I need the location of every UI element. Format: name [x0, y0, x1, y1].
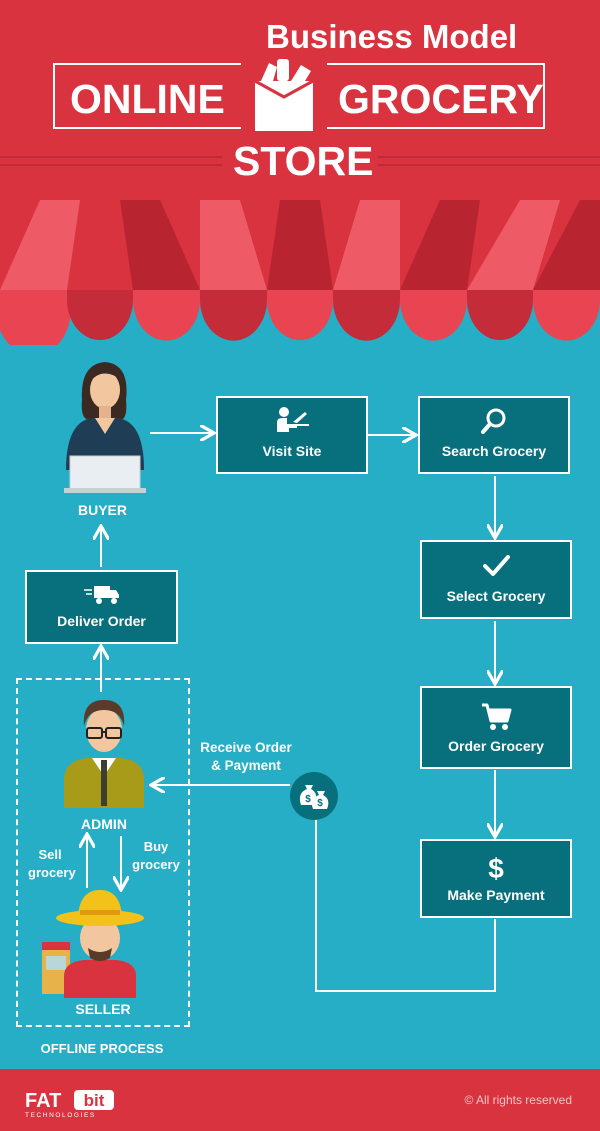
title-grocery: GROCERY — [338, 76, 544, 122]
select-grocery-box: Select Grocery — [420, 540, 572, 619]
sell-grocery-label: Sell grocery — [28, 847, 76, 880]
offline-process-frame — [16, 678, 190, 1027]
make-payment-box: $ Make Payment — [420, 839, 572, 918]
search-icon — [420, 406, 568, 436]
copyright-text: © All rights reserved — [464, 1093, 572, 1107]
dollar-icon: $ — [422, 853, 570, 883]
search-grocery-label: Search Grocery — [441, 443, 547, 459]
copyright-symbol: © — [464, 1093, 474, 1107]
user-computer-icon — [218, 406, 366, 434]
deliver-order-box: Deliver Order — [25, 570, 178, 644]
svg-text:$: $ — [488, 853, 504, 883]
seller-label: SELLER — [75, 1001, 131, 1017]
deliver-order-label: Deliver Order — [57, 613, 146, 629]
visit-site-label: Visit Site — [262, 443, 322, 459]
divider-right — [378, 156, 600, 158]
order-grocery-box: Order Grocery — [420, 686, 572, 769]
divider-left-2 — [0, 164, 222, 166]
fatbit-logo: FAT bit TECHNOLOGIES — [25, 1090, 114, 1119]
title-online: ONLINE — [70, 76, 225, 122]
buy-grocery-label: Buy grocery — [132, 839, 180, 872]
logo-bit: bit — [84, 1091, 105, 1110]
visit-site-box: Visit Site — [216, 396, 368, 474]
admin-label: ADMIN — [81, 816, 127, 832]
divider-right-2 — [378, 164, 600, 166]
select-grocery-label: Select Grocery — [446, 588, 546, 604]
buyer-avatar — [64, 362, 146, 493]
footer: FAT bit TECHNOLOGIES © All rights reserv… — [0, 1069, 600, 1131]
copyright-label: All rights reserved — [475, 1093, 572, 1107]
buyer-label: BUYER — [77, 502, 127, 518]
admin-avatar — [64, 700, 144, 808]
offline-process-label: OFFLINE PROCESS — [40, 1041, 164, 1056]
title-store: STORE — [233, 138, 374, 184]
make-payment-label: Make Payment — [447, 887, 545, 903]
grocery-bag-icon — [241, 57, 327, 135]
logo-technologies: TECHNOLOGIES — [25, 1112, 96, 1119]
title-business-model: Business Model — [266, 18, 518, 55]
checkmark-icon — [422, 550, 570, 580]
svg-text:$: $ — [317, 798, 323, 809]
store-awning — [0, 200, 600, 345]
order-grocery-label: Order Grocery — [448, 738, 544, 754]
money-bags-icon: $ $ — [290, 772, 338, 820]
delivery-truck-icon — [27, 584, 176, 606]
svg-text:$: $ — [305, 794, 311, 805]
cart-icon — [422, 702, 570, 732]
receive-order-label: Receive Order & Payment — [200, 740, 292, 773]
logo-fat: FAT — [25, 1090, 61, 1112]
divider-left — [0, 156, 222, 158]
search-grocery-box: Search Grocery — [418, 396, 570, 474]
seller-avatar — [42, 890, 144, 998]
